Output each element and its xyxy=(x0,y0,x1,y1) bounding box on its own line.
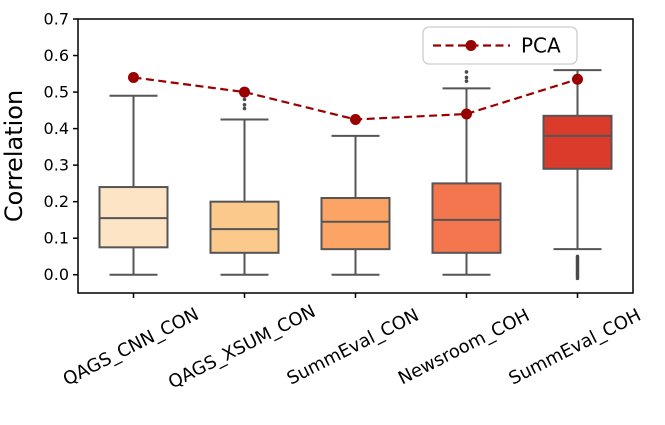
pca-marker xyxy=(350,113,361,125)
flier-point xyxy=(464,75,469,80)
box xyxy=(542,114,613,170)
flier-point xyxy=(242,103,247,107)
legend-marker xyxy=(465,40,477,51)
y-tick-label: 0.7 xyxy=(44,10,69,29)
flier-point xyxy=(242,97,247,102)
box-group xyxy=(98,94,169,276)
pca-line xyxy=(133,76,578,121)
pca-marker xyxy=(461,108,472,120)
y-tick-label: 0.2 xyxy=(44,192,69,211)
flier-point xyxy=(242,106,247,111)
box-group xyxy=(542,69,613,281)
flier-point xyxy=(464,79,469,83)
legend: PCA xyxy=(422,26,578,65)
pca-marker xyxy=(128,71,139,83)
flier-point xyxy=(464,70,469,74)
y-axis-title: Correlation xyxy=(0,90,28,222)
y-tick-label: 0.6 xyxy=(44,46,69,65)
box xyxy=(431,182,502,254)
y-tick-label: 0.0 xyxy=(44,265,69,284)
box-group xyxy=(431,70,502,276)
flier-point xyxy=(575,276,580,281)
pca-marker xyxy=(239,86,250,98)
pca-marker xyxy=(572,73,583,85)
legend-label: PCA xyxy=(521,34,561,58)
y-tick-label: 0.1 xyxy=(44,229,69,248)
y-tick-label: 0.5 xyxy=(44,83,69,102)
y-tick-label: 0.4 xyxy=(44,119,69,138)
box xyxy=(320,197,391,251)
y-tick-label: 0.3 xyxy=(44,156,69,175)
box-group xyxy=(320,134,391,276)
box xyxy=(209,200,280,254)
box-group xyxy=(209,97,280,276)
